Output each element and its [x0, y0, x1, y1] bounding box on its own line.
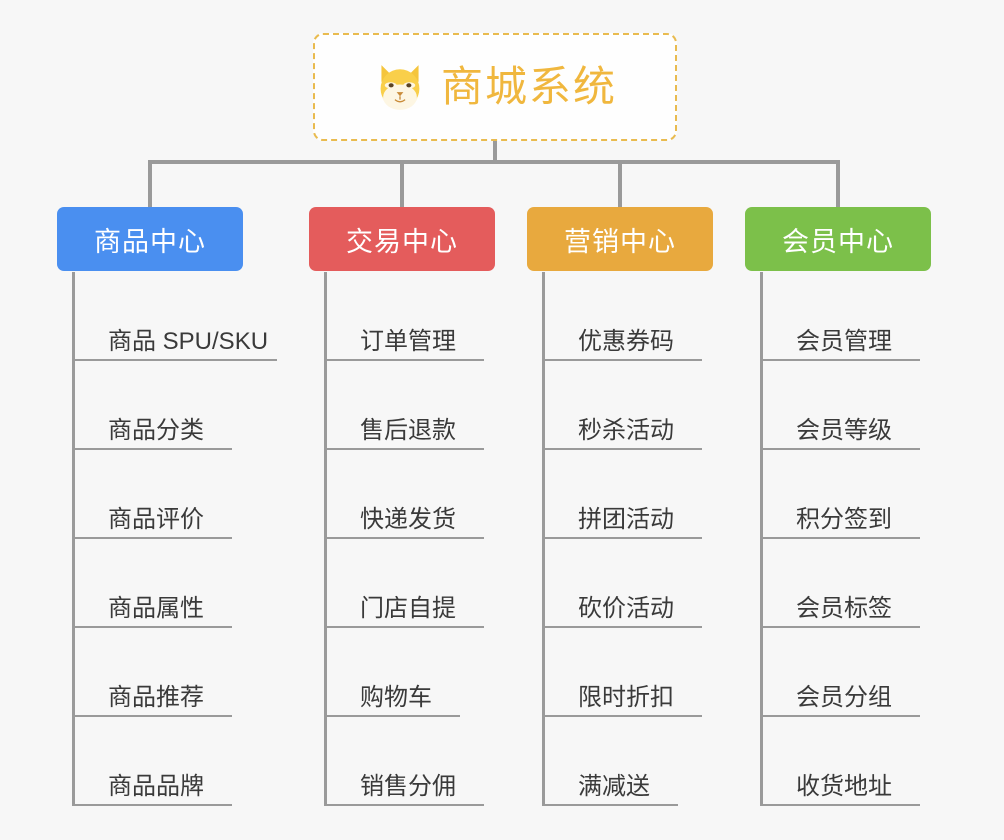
leaf-item[interactable]: 会员分组: [760, 628, 920, 717]
leaf-item-label: 收货地址: [796, 772, 892, 800]
leaf-item[interactable]: 商品推荐: [72, 628, 232, 717]
leaf-item-label: 限时折扣: [578, 683, 674, 711]
leaf-item[interactable]: 砍价活动: [542, 539, 702, 628]
leaf-item-label: 会员标签: [796, 594, 892, 622]
root-stem-connector: [493, 141, 497, 164]
leaf-item-label: 拼团活动: [578, 505, 674, 533]
leaf-item[interactable]: 快递发货: [324, 450, 484, 539]
leaf-item-label: 购物车: [360, 683, 432, 711]
branch-header-product-center[interactable]: 商品中心: [57, 207, 243, 271]
leaf-item-label: 门店自提: [360, 594, 456, 622]
leaf-item[interactable]: 商品 SPU/SKU: [72, 272, 277, 361]
leaf-item-label: 商品 SPU/SKU: [108, 327, 269, 355]
leaf-item[interactable]: 购物车: [324, 628, 460, 717]
leaf-item[interactable]: 售后退款: [324, 361, 484, 450]
leaf-item-label: 售后退款: [360, 416, 456, 444]
leaf-item-label: 积分签到: [796, 505, 892, 533]
leaf-item[interactable]: 秒杀活动: [542, 361, 702, 450]
leaf-item-label: 会员分组: [796, 683, 892, 711]
leaf-item[interactable]: 商品评价: [72, 450, 232, 539]
leaf-item[interactable]: 拼团活动: [542, 450, 702, 539]
leaf-item[interactable]: 商品属性: [72, 539, 232, 628]
branch-header-member-center[interactable]: 会员中心: [745, 207, 931, 271]
branch-drop-connector-2: [400, 160, 404, 208]
leaf-spine: [542, 272, 545, 806]
leaf-item[interactable]: 优惠券码: [542, 272, 702, 361]
leaf-item[interactable]: 门店自提: [324, 539, 484, 628]
leaf-item-label: 满减送: [578, 772, 650, 800]
leaf-item-label: 会员等级: [796, 416, 892, 444]
leaf-item[interactable]: 满减送: [542, 717, 678, 806]
shiba-dog-face-icon: [373, 60, 427, 114]
leaf-item-label: 商品属性: [108, 594, 204, 622]
root-node[interactable]: 商城系统: [313, 33, 677, 141]
leaf-item[interactable]: 销售分佣: [324, 717, 484, 806]
leaf-item-label: 商品品牌: [108, 772, 204, 800]
horizontal-bus-connector: [150, 160, 838, 164]
leaf-item-label: 快递发货: [360, 505, 456, 533]
leaf-item-label: 砍价活动: [578, 594, 674, 622]
root-title: 商城系统: [440, 63, 617, 110]
leaf-item-label: 销售分佣: [360, 772, 456, 800]
leaf-item[interactable]: 会员等级: [760, 361, 920, 450]
leaf-item[interactable]: 会员标签: [760, 539, 920, 628]
branch-header-label: 营销中心: [564, 226, 676, 257]
leaf-item-label: 商品评价: [108, 505, 204, 533]
leaf-item[interactable]: 订单管理: [324, 272, 484, 361]
branch-header-label: 会员中心: [782, 226, 894, 257]
leaf-item[interactable]: 积分签到: [760, 450, 920, 539]
branch-drop-connector-1: [148, 160, 152, 208]
leaf-spine: [72, 272, 75, 806]
leaf-item-label: 秒杀活动: [578, 416, 674, 444]
leaf-item-label: 商品推荐: [108, 683, 204, 711]
leaf-item[interactable]: 收货地址: [760, 717, 920, 806]
branch-header-label: 商品中心: [94, 226, 206, 257]
leaf-item-label: 会员管理: [796, 327, 892, 355]
leaf-spine: [760, 272, 763, 806]
branch-header-trade-center[interactable]: 交易中心: [309, 207, 495, 271]
branch-drop-connector-4: [836, 160, 840, 208]
branch-drop-connector-3: [618, 160, 622, 208]
leaf-item-label: 优惠券码: [578, 327, 674, 355]
branch-header-label: 交易中心: [346, 226, 458, 257]
leaf-item[interactable]: 会员管理: [760, 272, 920, 361]
leaf-item[interactable]: 限时折扣: [542, 628, 702, 717]
leaf-item[interactable]: 商品分类: [72, 361, 232, 450]
leaf-item-label: 商品分类: [108, 416, 204, 444]
leaf-spine: [324, 272, 327, 806]
branch-header-marketing-center[interactable]: 营销中心: [527, 207, 713, 271]
leaf-item[interactable]: 商品品牌: [72, 717, 232, 806]
leaf-item-label: 订单管理: [360, 327, 456, 355]
